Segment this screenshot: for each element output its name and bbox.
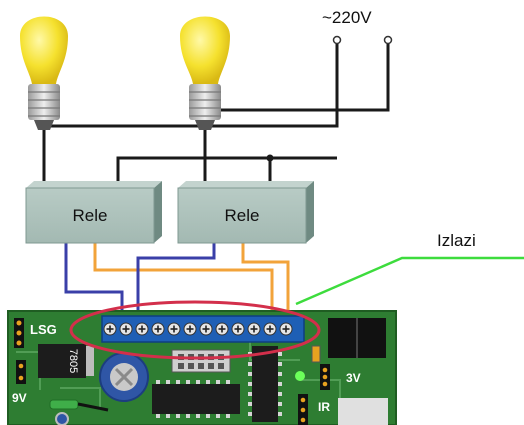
- bulb-2-glass: [180, 16, 230, 84]
- ic-chip: [152, 380, 240, 418]
- bulb-1-base: [28, 84, 60, 120]
- voltage-regulator: 7805: [38, 344, 94, 378]
- power-9v-connector: [16, 360, 26, 384]
- relay-2-label: Rele: [225, 206, 260, 225]
- small-resistor: [49, 399, 79, 410]
- light-bulb-2: [180, 16, 230, 130]
- relay2-wire-blue: [136, 243, 216, 322]
- ir-label: IR: [318, 400, 330, 414]
- wire-junction-dot: [266, 154, 274, 162]
- mains-terminal-right: [383, 35, 393, 45]
- outputs-highlight-ellipse: [69, 300, 321, 360]
- driver-chip: [248, 346, 282, 422]
- mains-wire-left: [42, 42, 339, 128]
- light-bulb-1: [20, 16, 68, 130]
- relay-1: Rele: [25, 181, 162, 244]
- relay2-wire-orange: [241, 243, 290, 322]
- fuse: [311, 345, 321, 363]
- 3v-label: 3V: [346, 371, 361, 385]
- regulator-label: 7805: [67, 349, 79, 373]
- bulb-2-contact: [195, 120, 215, 130]
- ir-receiver: [338, 398, 388, 425]
- ir-connector: [298, 394, 308, 425]
- outputs-label: Izlazi: [437, 231, 476, 250]
- small-capacitor: [55, 412, 69, 425]
- relay-2: Rele: [177, 181, 314, 244]
- power-3v-connector: [320, 364, 330, 390]
- mains-terminal-left: [332, 35, 342, 45]
- bulb-2-base: [189, 84, 221, 120]
- voltage-label: ~220V: [322, 8, 372, 27]
- bulb-1-glass: [20, 16, 68, 84]
- lsg-label: LSG: [30, 322, 57, 337]
- output-terminal-block: [101, 315, 305, 343]
- controller-board: LSG 7805 9V: [7, 310, 397, 425]
- mains-wiring: [42, 42, 390, 183]
- bulb-1-contact: [34, 120, 54, 130]
- relay1-wire-orange: [93, 243, 274, 322]
- electrolytic-capacitor: [99, 352, 149, 402]
- mains-wire-right: [205, 42, 390, 112]
- relay-common-wire: [116, 156, 272, 183]
- 9v-label: 9V: [12, 391, 27, 405]
- status-led: [295, 371, 305, 381]
- diode-lead: [77, 402, 109, 412]
- pin-header: [171, 349, 231, 373]
- lsg-connector: [14, 318, 24, 348]
- relay-1-label: Rele: [73, 206, 108, 225]
- outputs-callout-line: [295, 256, 524, 306]
